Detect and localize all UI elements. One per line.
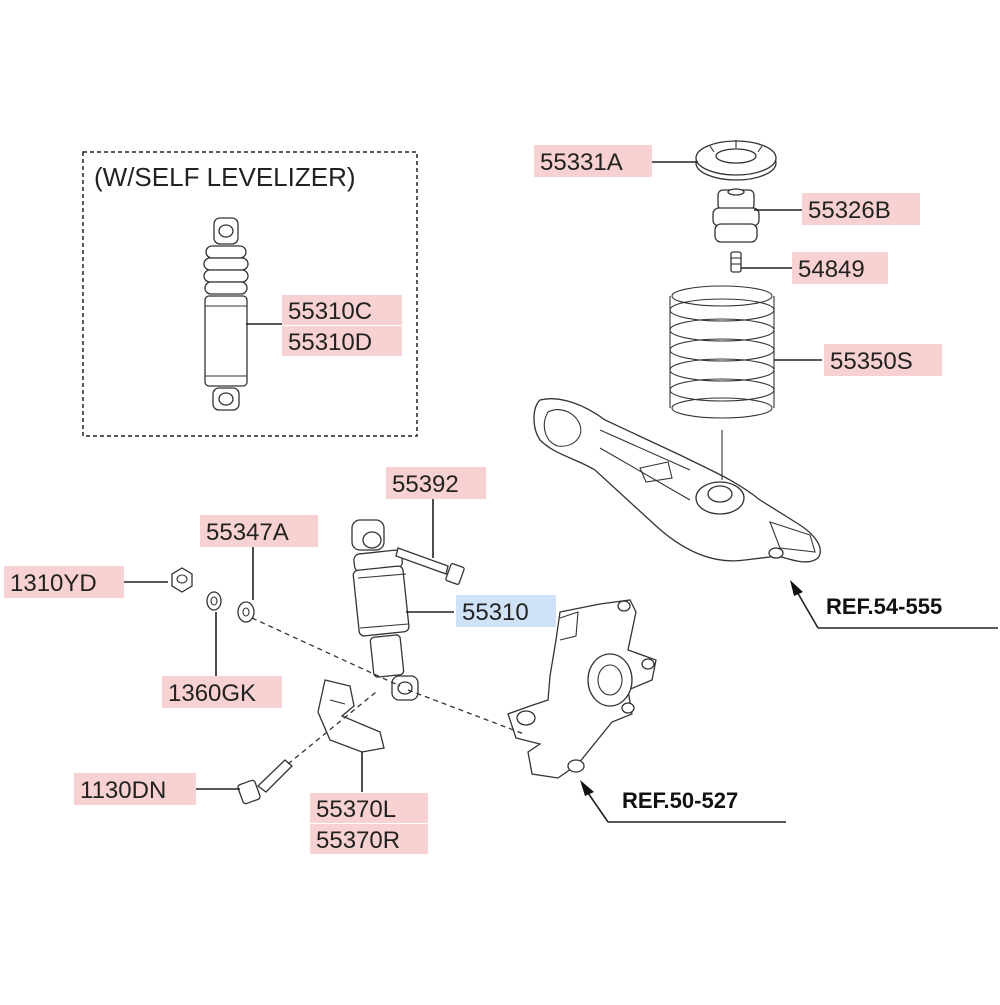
part-label-55310[interactable]: 55310 (456, 595, 556, 627)
ref-50-527-pointer (580, 780, 786, 823)
part-label-55370L[interactable]: 55370L (310, 793, 428, 823)
part-number-55310D: 55310D (288, 329, 372, 356)
part-label-55310C[interactable]: 55310C (282, 295, 402, 325)
part-number-55310C: 55310C (288, 298, 372, 325)
self-levelizer-shock-drawing (203, 217, 249, 411)
part-number-55310: 55310 (462, 599, 529, 626)
ref-54-555-label[interactable]: REF.54-555 (826, 594, 942, 619)
washer-drawing (206, 591, 222, 611)
spring-bolt-drawing (730, 251, 742, 273)
part-number-55350S: 55350S (830, 348, 913, 375)
coil-spring-drawing (669, 285, 775, 419)
part-number-54849: 54849 (798, 256, 865, 283)
knuckle-drawing (507, 599, 657, 779)
ref-54-555-pointer (790, 580, 998, 629)
part-number-1360GK: 1360GK (168, 680, 256, 707)
part-label-55347A[interactable]: 55347A (200, 515, 318, 547)
bump-stopper-drawing (712, 188, 760, 243)
part-number-55370R: 55370R (316, 827, 400, 854)
part-label-1360GK[interactable]: 1360GK (162, 676, 282, 708)
part-number-1310YD: 1310YD (10, 570, 97, 597)
self-levelizer-box: (W/SELF LEVELIZER) (82, 151, 418, 437)
part-label-1310YD[interactable]: 1310YD (4, 566, 124, 598)
part-label-55310D[interactable]: 55310D (282, 326, 402, 356)
part-label-55370R[interactable]: 55370R (310, 824, 428, 854)
part-number-55392: 55392 (392, 471, 459, 498)
part-number-1130DN: 1130DN (80, 777, 166, 804)
part-label-55392[interactable]: 55392 (386, 467, 486, 499)
part-label-55326B[interactable]: 55326B (802, 193, 920, 225)
washer-large-drawing (237, 601, 255, 623)
bracket-bolt-drawing (237, 759, 293, 805)
lower-control-arm-drawing (533, 398, 821, 563)
part-number-55370L: 55370L (316, 796, 396, 823)
part-label-55350S[interactable]: 55350S (824, 344, 942, 376)
part-label-54849[interactable]: 54849 (792, 252, 888, 284)
part-number-55331A: 55331A (540, 149, 623, 176)
part-number-55326B: 55326B (808, 197, 891, 224)
shock-bolt-drawing (395, 547, 465, 585)
bracket-drawing (317, 679, 385, 753)
leader-lines (124, 161, 822, 792)
self-levelizer-title: (W/SELF LEVELIZER) (94, 162, 356, 192)
shock-absorber-drawing (351, 519, 419, 701)
part-number-55347A: 55347A (206, 519, 289, 546)
spring-pad-drawing (695, 140, 777, 181)
nut-drawing (171, 567, 193, 593)
ref-50-527-label[interactable]: REF.50-527 (622, 788, 738, 813)
part-label-1130DN[interactable]: 1130DN (74, 773, 196, 805)
part-label-55331A[interactable]: 55331A (534, 145, 652, 177)
